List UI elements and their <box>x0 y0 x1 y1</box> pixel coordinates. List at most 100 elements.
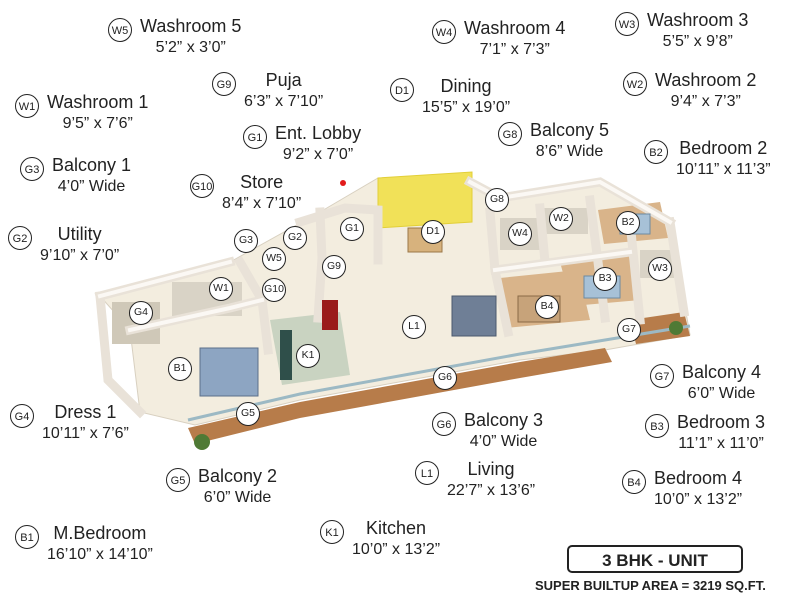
room-dimensions: 7’1” x 7’3” <box>479 41 550 58</box>
plan-marker-w3: W3 <box>648 257 672 281</box>
master-bed <box>199 347 259 397</box>
balcony-deck-front <box>188 348 612 444</box>
room-name: Bedroom 4 <box>654 468 743 488</box>
room-dimensions: 9’4” x 7’3” <box>670 93 741 110</box>
room-code-badge: G2 <box>8 226 32 250</box>
room-name: Balcony 3 <box>464 410 544 430</box>
plan-marker-g10: G10 <box>262 278 286 302</box>
legend-d1: D1 Dining 15’5” x 19’0” <box>390 76 510 118</box>
room-code-badge: W4 <box>432 20 456 44</box>
room-name: Dining <box>440 76 492 96</box>
room-name: Puja <box>265 70 302 90</box>
room-dimensions: 15’5” x 19’0” <box>422 99 511 116</box>
room-code-badge: D1 <box>390 78 414 102</box>
room-name: Utility <box>57 224 102 244</box>
room-dimensions: 10’11” x 7’6” <box>42 425 129 442</box>
unit-type-badge: 3 BHK - UNIT <box>567 545 743 573</box>
plan-marker-b1: B1 <box>168 357 192 381</box>
legend-g1: G1 Ent. Lobby 9’2” x 7’0” <box>243 123 361 165</box>
plan-marker-g3: G3 <box>234 229 258 253</box>
room-name: Washroom 3 <box>647 10 749 30</box>
kitchen-counter <box>280 330 292 380</box>
room-name: Store <box>240 172 284 192</box>
room-code-badge: K1 <box>320 520 344 544</box>
room-name: Balcony 2 <box>198 466 278 486</box>
room-code-badge: G10 <box>190 174 214 198</box>
room-code-badge: W5 <box>108 18 132 42</box>
room-code-badge: G7 <box>650 364 674 388</box>
plan-marker-l1: L1 <box>402 315 426 339</box>
room-dimensions: 8’4” x 7’10” <box>222 195 302 212</box>
room-dimensions: 9’5” x 7’6” <box>62 115 133 132</box>
room-label: Washroom 4 7’1” x 7’3” <box>464 18 565 60</box>
plan-marker-g1: G1 <box>340 217 364 241</box>
room-name: Washroom 4 <box>464 18 566 38</box>
room-code-badge: B1 <box>15 525 39 549</box>
room-label: M.Bedroom 16’10” x 14’10” <box>47 523 153 565</box>
room-dimensions: 11’1” x 11’0” <box>678 435 764 452</box>
plan-marker-b2: B2 <box>616 211 640 235</box>
room-name: Balcony 1 <box>52 155 132 175</box>
room-label: Balcony 2 6’0” Wide <box>198 466 277 508</box>
plan-marker-g7: G7 <box>617 318 641 342</box>
room-label: Living 22’7” x 13’6” <box>447 459 535 501</box>
room-code-badge: W1 <box>15 94 39 118</box>
room-name: Ent. Lobby <box>275 123 362 143</box>
legend-g10: G10 Store 8’4” x 7’10” <box>190 172 301 214</box>
room-label: Washroom 3 5’5” x 9’8” <box>647 10 748 52</box>
plan-marker-g9: G9 <box>322 255 346 279</box>
room-dimensions: 5’5” x 9’8” <box>662 33 733 50</box>
super-builtup-area: SUPER BUILTUP AREA = 3219 SQ.FT. <box>535 578 766 593</box>
plan-marker-k1: K1 <box>296 344 320 368</box>
room-code-badge: B3 <box>645 414 669 438</box>
plan-marker-b3: B3 <box>593 267 617 291</box>
room-dimensions: 6’0” Wide <box>203 489 272 506</box>
room-name: Washroom 2 <box>655 70 757 90</box>
plan-marker-w2: W2 <box>549 207 573 231</box>
plan-marker-g6: G6 <box>433 366 457 390</box>
room-name: Kitchen <box>366 518 427 538</box>
room-dimensions: 16’10” x 14’10” <box>47 546 153 563</box>
plan-marker-w4: W4 <box>508 222 532 246</box>
room-dimensions: 22’7” x 13’6” <box>447 482 536 499</box>
balcony-deck-right <box>630 312 690 344</box>
room-code-badge: G3 <box>20 157 44 181</box>
room-dimensions: 8’6” Wide <box>535 143 604 160</box>
room-name: Living <box>467 459 515 479</box>
room-dimensions: 9’2” x 7’0” <box>282 146 354 163</box>
room-label: Washroom 2 9’4” x 7’3” <box>655 70 756 112</box>
balcony-plant-left <box>194 434 210 450</box>
room-code-badge: L1 <box>415 461 439 485</box>
dining-accent-wall <box>377 171 473 229</box>
room-dimensions: 10’0” x 13’2” <box>352 541 441 558</box>
plan-marker-g5: G5 <box>236 402 260 426</box>
room-label: Dining 15’5” x 19’0” <box>422 76 510 118</box>
plan-marker-g2: G2 <box>283 226 307 250</box>
room-code-badge: W2 <box>623 72 647 96</box>
room-name: Bedroom 2 <box>679 138 768 158</box>
room-name: Dress 1 <box>54 402 117 422</box>
room-dimensions: 6’0” Wide <box>687 385 756 402</box>
wall-tops <box>97 179 673 333</box>
room-code-badge: G1 <box>243 125 267 149</box>
entry-marker-icon <box>340 180 346 186</box>
room-name: M.Bedroom <box>53 523 147 543</box>
room-name: Washroom 5 <box>140 16 242 36</box>
